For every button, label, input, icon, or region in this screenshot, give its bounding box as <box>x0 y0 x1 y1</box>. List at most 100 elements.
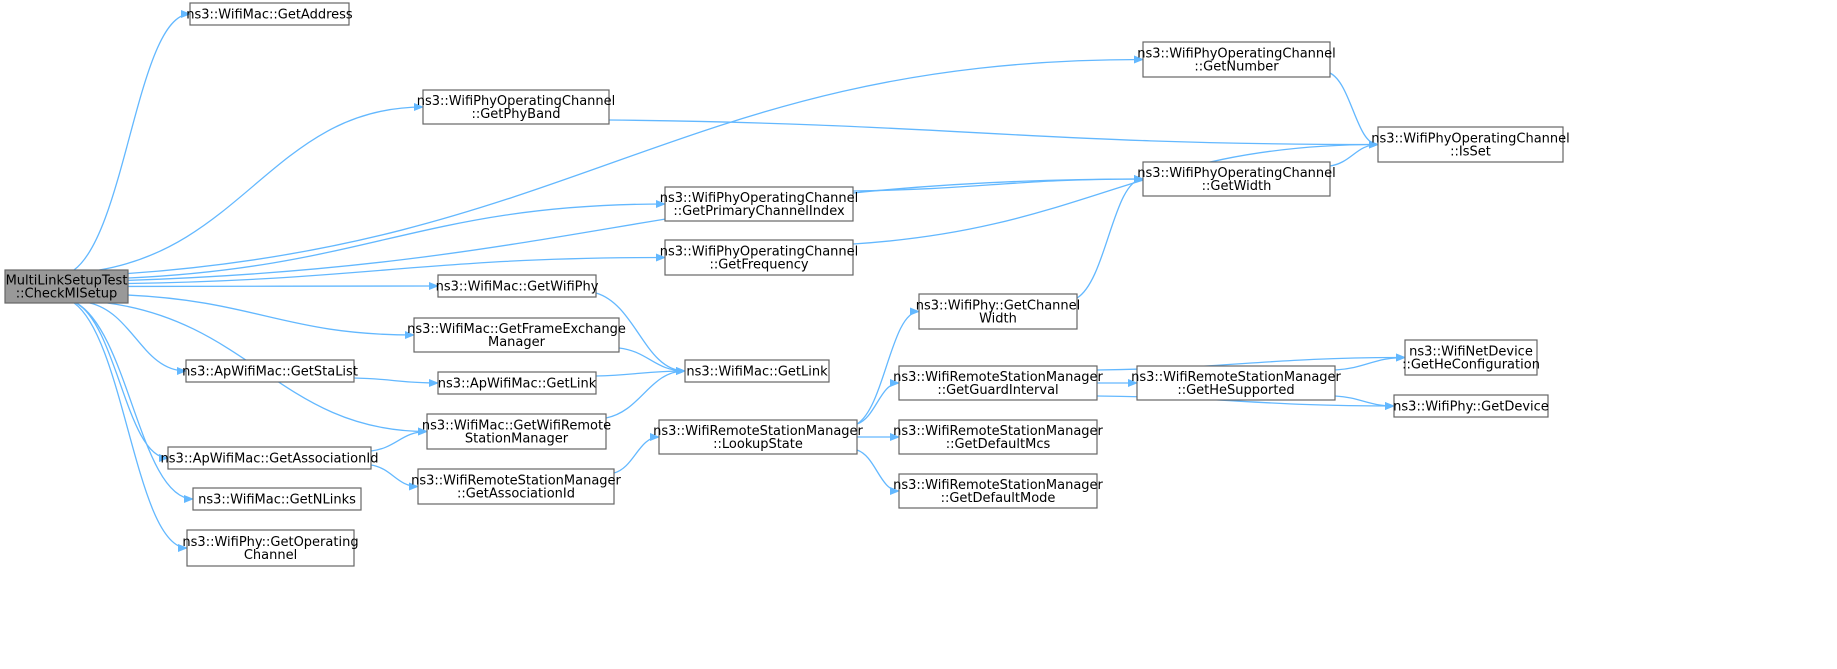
node-getWrsm[interactable]: ns3::WifiMac::GetWifiRemoteStationManage… <box>422 413 611 450</box>
node-box <box>192 487 362 511</box>
node-label: ns3::WifiPhyOperatingChannel <box>1137 166 1336 181</box>
node-box <box>664 239 854 276</box>
node-label: ns3::WifiPhy::GetDevice <box>1393 400 1549 415</box>
node-box <box>413 317 620 353</box>
node-label: ns3::WifiMac::GetAddress <box>186 8 353 23</box>
node-getHeSupported[interactable]: ns3::WifiRemoteStationManager::GetHeSupp… <box>1131 365 1342 401</box>
node-label: Width <box>979 312 1017 327</box>
edge-apGetAssocId-to-getWrsm <box>370 427 428 452</box>
node-label: ::GetAssociationId <box>457 487 575 502</box>
edge-getHeSupported-to-getHeConfig <box>1334 353 1406 371</box>
node-getPhyBand[interactable]: ns3::WifiPhyOperatingChannel::GetPhyBand <box>417 89 616 125</box>
edge-apGetAssocId-to-rsmGetAssocId <box>370 464 419 491</box>
node-label: ns3::WifiMac::GetWifiPhy <box>436 280 599 295</box>
node-root[interactable]: MultiLinkSetupTest::CheckMlSetup <box>4 269 129 304</box>
node-label: ns3::WifiPhyOperatingChannel <box>1137 47 1336 62</box>
node-label: ns3::WifiPhyOperatingChannel <box>417 94 616 109</box>
node-box <box>1136 365 1336 401</box>
edge-getStaList-to-apGetLink <box>353 377 439 387</box>
node-label: ns3::WifiNetDevice <box>1409 345 1533 360</box>
edge-getWrsm-to-macGetLink <box>605 367 686 419</box>
node-macGetLink[interactable]: ns3::WifiMac::GetLink <box>684 359 830 383</box>
node-box <box>1393 394 1549 418</box>
edge-root-to-getNLinks <box>76 302 194 503</box>
node-isSet[interactable]: ns3::WifiPhyOperatingChannel::IsSet <box>1371 126 1570 163</box>
node-label: ::GetHeSupported <box>1177 383 1294 398</box>
edge-getFrequency-to-isSet <box>852 140 1379 245</box>
node-label: Channel <box>244 548 297 563</box>
node-box <box>186 529 355 567</box>
edge-lookupState-to-getDefaultMode <box>856 449 900 495</box>
node-label: ns3::WifiPhy::GetChannel <box>916 299 1081 314</box>
node-label: ::GetDefaultMode <box>941 491 1056 506</box>
node-rsmGetAssocId[interactable]: ns3::WifiRemoteStationManager::GetAssoci… <box>411 468 622 505</box>
node-label: ns3::ApWifiMac::GetStaList <box>182 365 358 380</box>
node-getStaList[interactable]: ns3::ApWifiMac::GetStaList <box>182 359 358 383</box>
node-label: ns3::WifiPhy::GetOperating <box>182 535 358 550</box>
edge-root-to-getNumber <box>127 55 1144 275</box>
node-box <box>918 293 1078 330</box>
edge-getPhyBand-to-isSet <box>608 119 1379 149</box>
node-box <box>422 89 610 125</box>
node-label: ::GetGuardInterval <box>937 383 1058 398</box>
node-lookupState[interactable]: ns3::WifiRemoteStationManager::LookupSta… <box>653 419 864 455</box>
edge-root-to-getStaList <box>89 302 187 375</box>
node-box <box>1377 126 1564 163</box>
node-getPrimary[interactable]: ns3::WifiPhyOperatingChannel::GetPrimary… <box>660 186 859 222</box>
node-label: ::GetPrimaryChannelIndex <box>673 204 845 219</box>
edge-root-to-getPhyBand <box>99 103 424 271</box>
node-label: ns3::ApWifiMac::GetAssociationId <box>161 452 379 467</box>
edge-getHeSupported-to-phyGetDevice <box>1334 395 1395 410</box>
node-label: ns3::WifiRemoteStationManager <box>893 478 1103 493</box>
node-getFrequency[interactable]: ns3::WifiPhyOperatingChannel::GetFrequen… <box>660 239 859 276</box>
node-apGetAssocId[interactable]: ns3::ApWifiMac::GetAssociationId <box>161 446 379 470</box>
edge-apGetLink-to-macGetLink <box>595 367 686 377</box>
edge-getPrimary-to-getWidth <box>852 175 1144 192</box>
node-getWifiPhy[interactable]: ns3::WifiMac::GetWifiPhy <box>436 274 599 298</box>
node-label: ::CheckMlSetup <box>16 287 117 302</box>
edge-rsmGetAssocId-to-lookupState <box>613 433 660 474</box>
node-getWidth[interactable]: ns3::WifiPhyOperatingChannel::GetWidth <box>1137 161 1336 197</box>
node-apGetLink[interactable]: ns3::ApWifiMac::GetLink <box>437 371 597 395</box>
node-label: ::GetNumber <box>1194 60 1279 75</box>
node-getHeConfig[interactable]: ns3::WifiNetDevice::GetHeConfiguration <box>1402 339 1540 376</box>
node-label: ns3::WifiPhyOperatingChannel <box>660 245 859 260</box>
node-label: ::GetDefaultMcs <box>946 437 1051 452</box>
node-label: MultiLinkSetupTest <box>6 274 128 289</box>
node-box <box>664 186 854 222</box>
node-label: ns3::WifiRemoteStationManager <box>653 424 863 439</box>
node-label: StationManager <box>465 432 569 447</box>
node-getGuardInterval[interactable]: ns3::WifiRemoteStationManager::GetGuardI… <box>893 365 1104 401</box>
node-label: ::GetWidth <box>1202 179 1272 194</box>
node-box <box>437 371 597 395</box>
node-getNumber[interactable]: ns3::WifiPhyOperatingChannel::GetNumber <box>1137 41 1336 78</box>
node-label: ::LookupState <box>713 437 803 452</box>
node-getDefaultMcs[interactable]: ns3::WifiRemoteStationManager::GetDefaul… <box>893 419 1104 455</box>
node-label: ns3::WifiMac::GetLink <box>686 365 828 380</box>
edge-lookupState-to-getGuardInterval <box>856 379 900 425</box>
node-box <box>437 274 597 298</box>
node-label: ns3::WifiRemoteStationManager <box>1131 370 1341 385</box>
edge-lookupState-to-getChannelWidth <box>856 307 920 425</box>
node-box <box>1142 161 1331 197</box>
node-label: ::GetHeConfiguration <box>1402 358 1540 373</box>
node-box <box>658 419 858 455</box>
node-label: ns3::WifiMac::GetNLinks <box>198 493 356 508</box>
node-phyGetDevice[interactable]: ns3::WifiPhy::GetDevice <box>1393 394 1549 418</box>
node-getDefaultMode[interactable]: ns3::WifiRemoteStationManager::GetDefaul… <box>893 473 1104 509</box>
edge-root-to-getAddress <box>73 10 191 271</box>
node-label: ns3::WifiRemoteStationManager <box>893 370 1103 385</box>
node-box <box>167 446 372 470</box>
node-label: ns3::WifiMac::GetWifiRemote <box>422 419 611 434</box>
node-box <box>684 359 830 383</box>
node-box <box>185 359 355 383</box>
edge-root-to-getFrequency <box>127 253 666 285</box>
node-box <box>417 468 615 505</box>
node-getNLinks[interactable]: ns3::WifiMac::GetNLinks <box>192 487 362 511</box>
edge-getWifiPhy-to-macGetLink <box>595 292 686 375</box>
node-getAddress[interactable]: ns3::WifiMac::GetAddress <box>186 2 353 26</box>
